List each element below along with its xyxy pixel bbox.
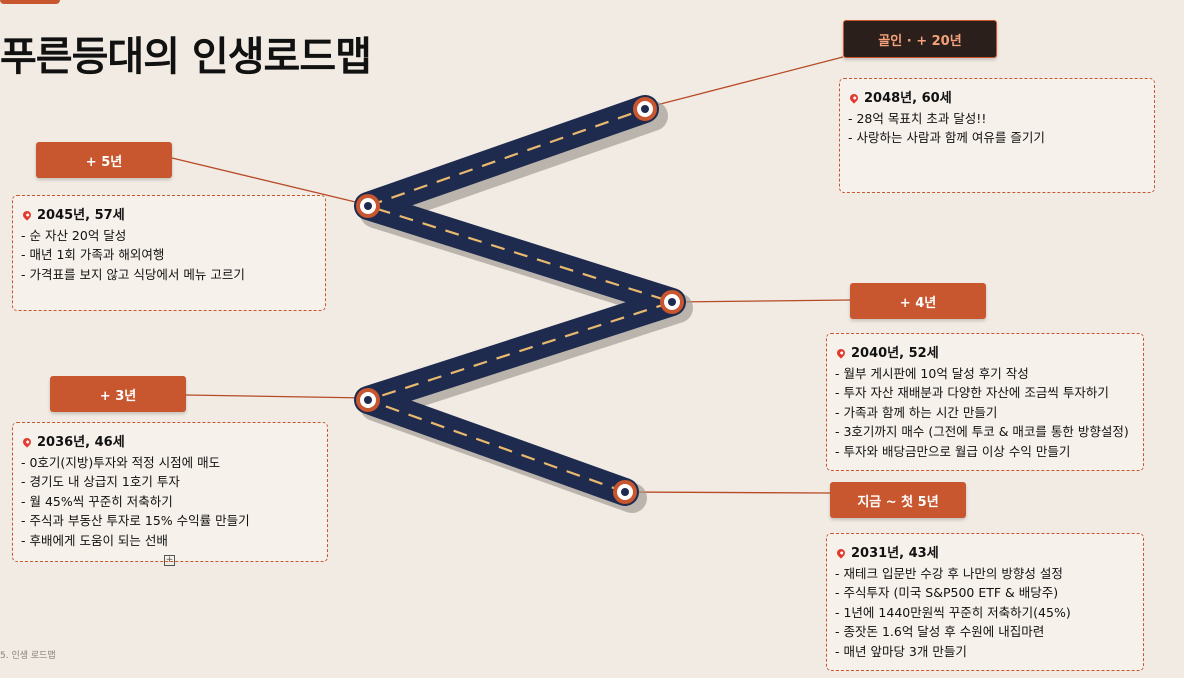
milestone-item: - 주식과 부동산 투자로 15% 수익률 만들기 — [21, 513, 250, 528]
milestone-tag-plus-5: + 5년 — [36, 142, 172, 178]
map-pin-icon — [835, 547, 847, 559]
milestone-item: - 주식투자 (미국 S&P500 ETF & 배당주) — [835, 585, 1059, 600]
road-stripe — [366, 107, 674, 494]
milestone-item: - 재테크 입문반 수강 후 나만의 방향성 설정 — [835, 565, 1063, 581]
milestone-heading: 2048년, 60세 — [864, 91, 952, 106]
milestone-item: - 1년에 1440만원씩 꾸준히 저축하기(45%) — [835, 604, 1071, 620]
map-pin-icon — [835, 347, 847, 359]
connector-line-2 — [671, 299, 851, 303]
connector-line-1 — [185, 394, 369, 399]
milestone-item: - 경기도 내 상급지 1호기 투자 — [21, 474, 180, 489]
milestone-card-2036: 2036년, 46세 - 0호기(지방)투자와 적정 시점에 매도 - 경기도 … — [12, 422, 328, 562]
milestone-item: - 월 45%씩 꾸준히 저축하기 — [21, 493, 173, 509]
milestone-node-4 — [633, 97, 657, 121]
milestone-item: - 매년 앞마당 3개 만들기 — [835, 643, 967, 659]
milestone-item: - 월부 게시판에 10억 달성 후기 작성 — [835, 365, 1029, 381]
milestone-tag-plus-4: + 4년 — [850, 283, 986, 319]
milestone-tag-now: 지금 ~ 첫 5년 — [830, 482, 966, 518]
milestone-item: - 매년 1회 가족과 해외여행 — [21, 247, 165, 262]
connector-line-3 — [171, 157, 369, 206]
milestone-heading: 2036년, 46세 — [37, 435, 125, 450]
milestone-node-2 — [660, 290, 684, 314]
milestone-item: - 종잣돈 1.6억 달성 후 수원에 내집마련 — [835, 624, 1045, 639]
milestone-card-2040: 2040년, 52세 - 월부 게시판에 10억 달성 후기 작성 - 투자 자… — [826, 333, 1144, 471]
milestone-item: - 후배에게 도움이 되는 선배 — [21, 532, 168, 548]
slide-footer: 5. 인생 로드맵 — [0, 651, 56, 661]
milestone-card-2045: 2045년, 57세 - 순 자산 20억 달성 - 매년 1회 가족과 해외여… — [12, 195, 326, 311]
milestone-node-0 — [613, 480, 637, 504]
milestone-item: - 가족과 함께 하는 시간 만들기 — [835, 404, 998, 420]
milestone-item: - 3호기까지 매수 (그전에 투코 & 매코를 통한 방향설정) — [835, 424, 1129, 439]
milestone-card-2031: 2031년, 43세 - 재테크 입문반 수강 후 나만의 방향성 설정 - 주… — [826, 533, 1144, 671]
map-pin-icon — [848, 92, 860, 104]
milestone-tag-plus-3: + 3년 — [50, 376, 186, 412]
milestone-heading: 2045년, 57세 — [37, 208, 125, 223]
milestone-item: - 투자와 배당금만으로 월급 이상 수익 만들기 — [835, 443, 1071, 459]
map-pin-icon — [21, 209, 33, 221]
milestone-node-1 — [356, 388, 380, 412]
page-title: 푸른등대의 인생로드맵 — [0, 34, 372, 80]
milestone-item: - 순 자산 20억 달성 — [21, 227, 127, 243]
milestone-tag-goal: 골인 · + 20년 — [843, 20, 997, 58]
milestone-heading: 2040년, 52세 — [851, 346, 939, 361]
milestone-item: - 사랑하는 사람과 함께 여유를 즐기기 — [848, 130, 1045, 145]
milestone-item: - 투자 자산 재배분과 다양한 자산에 조금씩 투자하기 — [835, 385, 1109, 400]
milestone-item: - 28억 목표치 초과 달성!! — [848, 110, 987, 126]
top-accent-bar — [0, 0, 60, 4]
milestone-node-3 — [356, 194, 380, 218]
milestone-item: - 0호기(지방)투자와 적정 시점에 매도 — [21, 454, 221, 470]
milestone-item: - 가격표를 보지 않고 식당에서 메뉴 고르기 — [21, 266, 245, 282]
milestone-card-2048: 2048년, 60세 - 28억 목표치 초과 달성!! - 사랑하는 사람과 … — [839, 78, 1155, 193]
milestone-heading: 2031년, 43세 — [851, 546, 939, 561]
connector-line-4 — [644, 56, 844, 109]
map-pin-icon — [21, 436, 33, 448]
connector-line-0 — [624, 491, 831, 494]
add-row-icon[interactable]: + — [164, 555, 175, 566]
